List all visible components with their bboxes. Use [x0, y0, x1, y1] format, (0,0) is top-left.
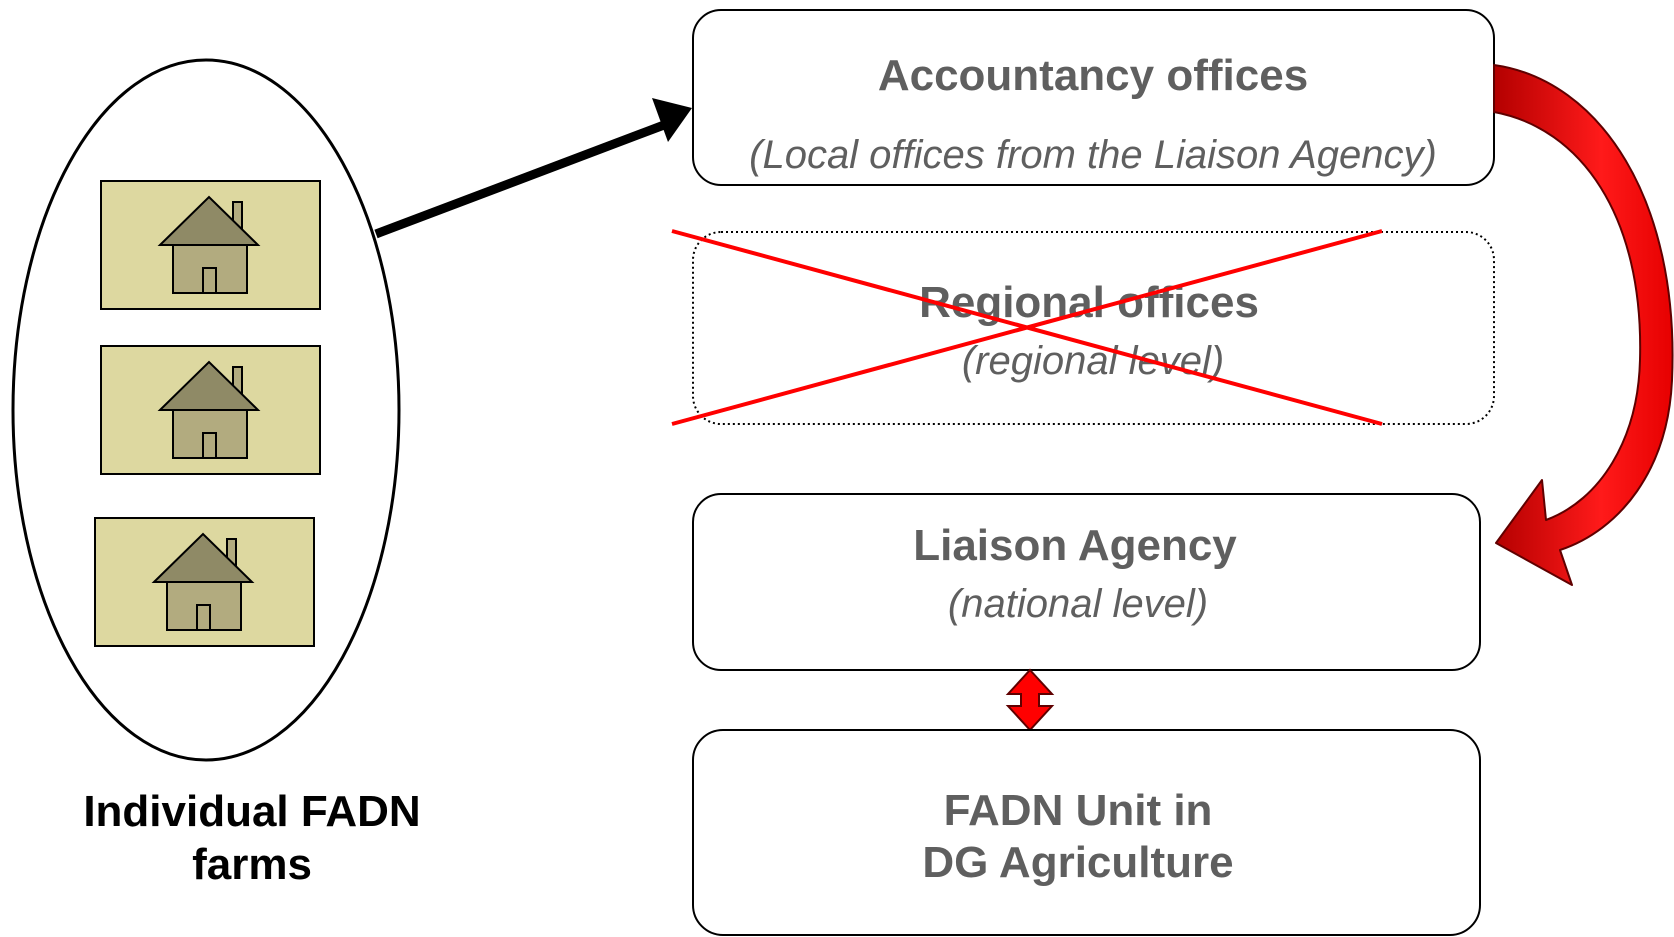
liaison-fadn-double-arrow: [1005, 668, 1055, 732]
farms-label-line2: farms: [192, 840, 312, 889]
house-icon: [157, 195, 261, 294]
accountancy-offices-box: Accountancy offices (Local offices from …: [692, 9, 1495, 186]
house-icon: [157, 360, 261, 459]
accountancy-offices-subtitle: (Local offices from the Liaison Agency): [749, 133, 1437, 177]
liaison-agency-title: Liaison Agency: [913, 521, 1237, 570]
farm-card: [94, 517, 315, 647]
regional-offices-title: Regional offices: [919, 278, 1259, 327]
farms-label-line1: Individual FADN: [83, 787, 420, 836]
farms-group: [11, 58, 401, 762]
farm-card: [100, 180, 321, 310]
farm-card: [100, 345, 321, 475]
accountancy-offices-title: Accountancy offices: [878, 51, 1308, 100]
cross-out-mark: [671, 229, 1383, 426]
liaison-agency-box: Liaison Agency (national level): [692, 493, 1481, 671]
fadn-unit-box: FADN Unit in DG Agriculture: [692, 729, 1481, 936]
regional-offices-box: Regional offices (regional level): [671, 229, 1495, 426]
farms-to-accountancy-arrow: [374, 98, 692, 239]
house-icon: [151, 532, 255, 631]
fadn-unit-title-line2: DG Agriculture: [922, 838, 1233, 887]
liaison-agency-subtitle: (national level): [948, 582, 1208, 626]
fadn-unit-title-line1: FADN Unit in: [944, 786, 1213, 835]
accountancy-to-liaison-curved-arrow: [1493, 64, 1674, 586]
